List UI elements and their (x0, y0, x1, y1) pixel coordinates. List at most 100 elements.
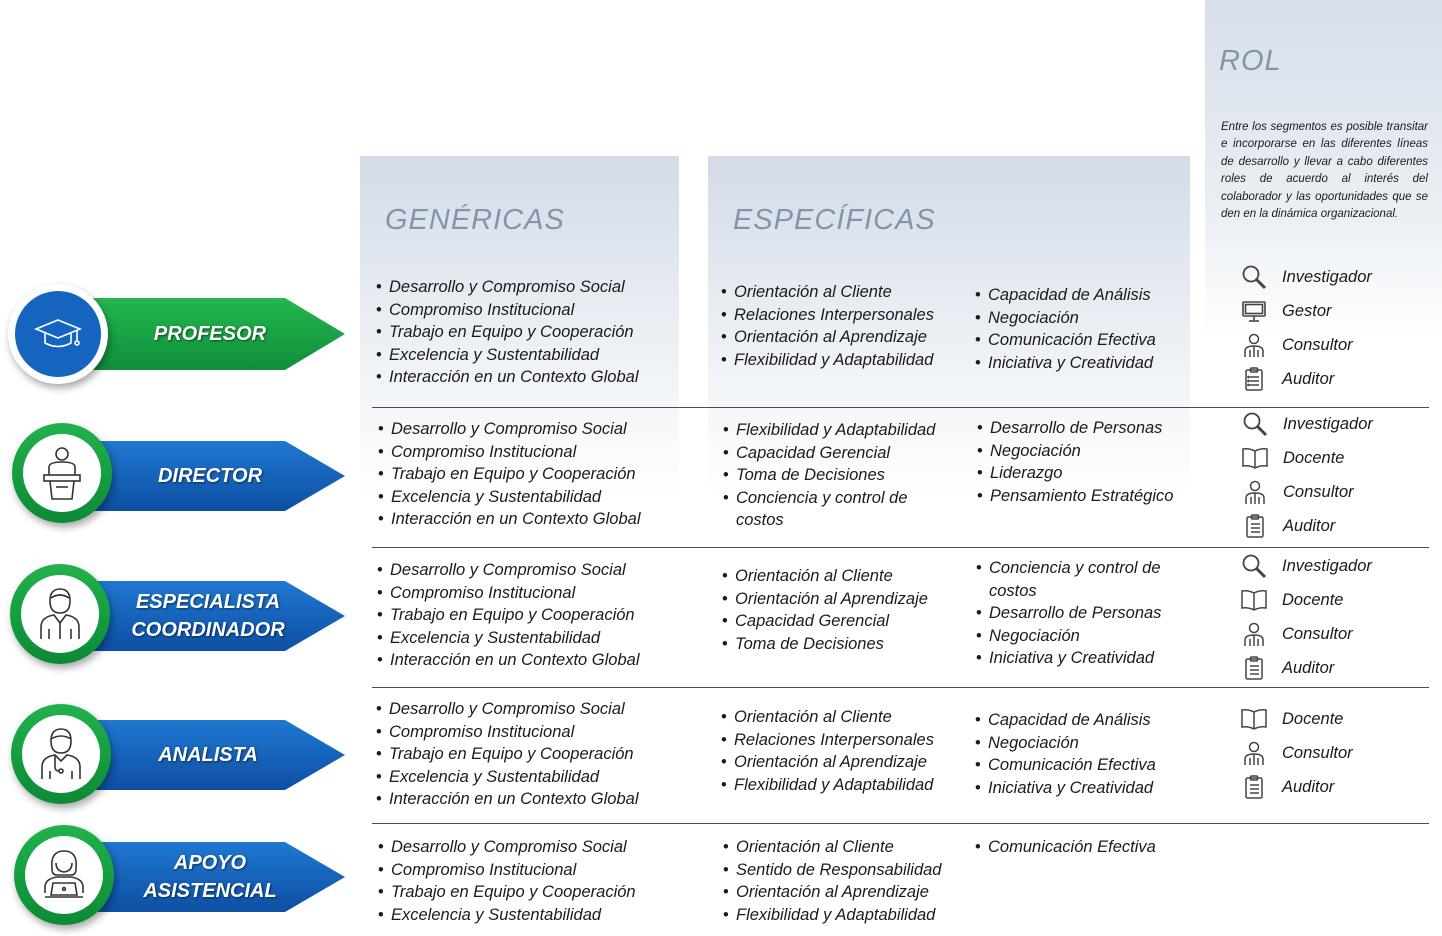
list-item: Orientación al Cliente (722, 836, 942, 859)
open-book-icon (1240, 705, 1268, 733)
list-item: Excelencia y Sustentabilidad (377, 486, 641, 509)
list-item: Capacidad de Análisis (974, 709, 1156, 732)
list-item: Desarrollo y Compromiso Social (375, 698, 639, 721)
role-item: Auditor (1240, 770, 1353, 804)
clipboard-icon (1240, 654, 1268, 682)
role-item: Auditor (1240, 362, 1372, 396)
list-item: Capacidad Gerencial (722, 442, 957, 465)
list-item: Negociación (974, 307, 1156, 330)
magnifier-icon (1241, 410, 1269, 438)
badge-director (12, 423, 112, 523)
row-divider (372, 407, 1429, 408)
role-item: Auditor (1241, 509, 1373, 543)
role-item: Investigador (1240, 549, 1372, 583)
list-item: Desarrollo y Compromiso Social (375, 276, 639, 299)
list-item: Desarrollo y Compromiso Social (377, 418, 641, 441)
role-item: Docente (1240, 702, 1353, 736)
list-item: Compromiso Institucional (377, 859, 636, 882)
list-item: Compromiso Institucional (375, 299, 639, 322)
list-item: Desarrollo y Compromiso Social (377, 836, 636, 859)
list-item: Trabajo en Equipo y Cooperación (377, 463, 641, 486)
list-item: Excelencia y Sustentabilidad (375, 766, 639, 789)
list-item: Compromiso Institucional (377, 441, 641, 464)
specialist-person-icon (21, 575, 99, 653)
role-item: Gestor (1240, 294, 1372, 328)
list-item: Toma de Decisiones (722, 464, 957, 487)
role-item: Consultor (1240, 328, 1372, 362)
list-item: Excelencia y Sustentabilidad (377, 904, 636, 927)
role-item: Consultor (1240, 617, 1372, 651)
consultant-icon (1240, 620, 1268, 648)
role-label: Auditor (1282, 777, 1335, 796)
role-item: Consultor (1241, 475, 1373, 509)
list-item: Relaciones Interpersonales (720, 729, 934, 752)
role-item: Consultor (1240, 736, 1353, 770)
list-item: Interacción en un Contexto Global (377, 508, 641, 531)
list-item: Orientación al Cliente (720, 281, 934, 304)
list-item: Conciencia y control de costos (722, 487, 916, 532)
magnifier-icon (1240, 263, 1268, 291)
role-label: Auditor (1282, 658, 1335, 677)
role-item: Auditor (1240, 651, 1372, 685)
role-label: Consultor (1283, 482, 1354, 501)
list-item: Flexibilidad y Adaptabilidad (722, 419, 957, 442)
list-item: Desarrollo de Personas (976, 417, 1173, 440)
especificas-b-list-apoyo: Comunicación Efectiva (974, 836, 1156, 859)
row-divider (372, 547, 1429, 548)
segment-arrow-analista (60, 720, 345, 790)
role-item: Docente (1241, 441, 1373, 475)
genericas-list-profesor: Desarrollo y Compromiso Social Compromis… (375, 276, 639, 389)
consultant-icon (1241, 478, 1269, 506)
segment-arrow-apoyo (60, 842, 345, 912)
especificas-a-list-director: Flexibilidad y Adaptabilidad Capacidad G… (722, 419, 957, 532)
list-item: Interacción en un Contexto Global (375, 366, 639, 389)
list-item: Iniciativa y Creatividad (974, 777, 1156, 800)
role-label: Investigador (1282, 267, 1372, 286)
list-item: Excelencia y Sustentabilidad (375, 344, 639, 367)
segment-arrow-profesor (60, 298, 345, 370)
list-item: Liderazgo (976, 462, 1173, 485)
roles-list-profesor: Investigador Gestor Consultor Auditor (1240, 260, 1372, 396)
list-item: Sentido de Responsabilidad (722, 859, 942, 882)
podium-speaker-icon (23, 434, 101, 512)
consultant-icon (1240, 739, 1268, 767)
row-divider (372, 687, 1429, 688)
role-label: Auditor (1283, 516, 1336, 535)
especificas-b-list-especialista: Conciencia y control de costos Desarroll… (975, 557, 1180, 670)
open-book-icon (1240, 586, 1268, 614)
segment-arrow-especialista (60, 581, 345, 651)
especificas-a-list-apoyo: Orientación al Cliente Sentido de Respon… (722, 836, 942, 926)
list-item: Excelencia y Sustentabilidad (376, 627, 640, 650)
list-item: Toma de Decisiones (721, 633, 928, 656)
list-item: Orientación al Cliente (721, 565, 928, 588)
genericas-list-analista: Desarrollo y Compromiso Social Compromis… (375, 698, 639, 811)
segment-label-profesor: PROFESOR (153, 323, 267, 345)
open-book-icon (1241, 444, 1269, 472)
list-item: Capacidad Gerencial (721, 610, 928, 633)
segment-arrow-director (60, 441, 345, 511)
role-label: Gestor (1282, 301, 1332, 320)
list-item: Iniciativa y Creatividad (975, 647, 1180, 670)
list-item: Trabajo en Equipo y Cooperación (376, 604, 640, 627)
magnifier-icon (1240, 552, 1268, 580)
list-item: Comunicación Efectiva (974, 836, 1156, 859)
list-item: Negociación (974, 732, 1156, 755)
genericas-list-apoyo: Desarrollo y Compromiso Social Compromis… (377, 836, 636, 926)
list-item: Orientación al Aprendizaje (720, 751, 934, 774)
especificas-header: ESPECÍFICAS (733, 204, 936, 236)
list-item: Trabajo en Equipo y Cooperación (375, 321, 639, 344)
list-item: Conciencia y control de costos (975, 557, 1180, 602)
role-label: Docente (1283, 448, 1345, 467)
list-item: Pensamiento Estratégico (976, 485, 1173, 508)
roles-list-analista: Docente Consultor Auditor (1240, 702, 1353, 804)
badge-apoyo (14, 825, 114, 925)
roles-list-director: Investigador Docente Consultor Auditor (1241, 407, 1373, 543)
list-item: Orientación al Aprendizaje (721, 588, 928, 611)
analyst-person-icon (22, 715, 100, 793)
roles-list-especialista: Investigador Docente Consultor Auditor (1240, 549, 1372, 685)
badge-profesor (8, 284, 108, 384)
list-item: Desarrollo de Personas (975, 602, 1180, 625)
role-label: Consultor (1282, 335, 1353, 354)
genericas-list-director: Desarrollo y Compromiso Social Compromis… (377, 418, 641, 531)
